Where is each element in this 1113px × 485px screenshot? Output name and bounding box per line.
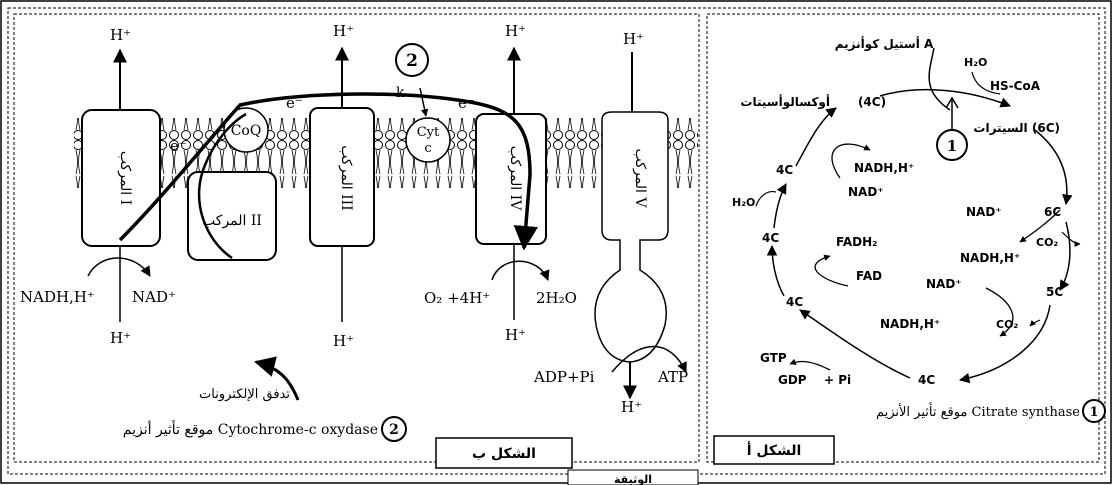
nadh-oxidation-arrow (88, 258, 150, 276)
proton-top-4: H⁺ (505, 22, 526, 40)
coq-label: CoQ (231, 123, 262, 139)
water-label: 2H₂O (536, 289, 577, 307)
nad-label-1: NAD⁺ (848, 185, 884, 199)
acetyl-coa-label: أستيل كوأنزيم A (835, 36, 934, 52)
h2o-input-label: H₂O (964, 56, 987, 69)
cycle-arc-6c-to-5c (1060, 222, 1070, 290)
caption-b: الشكل ب (472, 446, 536, 462)
fad-label: FAD (856, 269, 882, 283)
site-marker-1-label: 1 (947, 137, 957, 155)
oxygen-label: O₂ +4H⁺ (424, 289, 490, 307)
proton-top-5: H⁺ (623, 30, 644, 48)
gtp-formation-arrow (790, 362, 830, 370)
proton-top-1: H⁺ (110, 26, 131, 44)
legend-2-text: موقع تأثير أنزيم Cytochrome-c oxydase (123, 419, 378, 438)
c4-label-4: 4C (918, 373, 935, 387)
nadh-label-2: NADH,H⁺ (960, 251, 1020, 265)
cyt-label-line2: c (424, 141, 431, 156)
co2-label-1: CO₂ (1036, 236, 1058, 249)
oxygen-reduction-arrow (492, 261, 548, 280)
co2-release-arrow-2 (1030, 320, 1040, 326)
cycle-arc-citrate-to-isocitrate (1035, 130, 1067, 204)
gtp-label: GTP (760, 351, 787, 365)
atp-label: ATP (657, 368, 688, 386)
site-marker-k: k (396, 85, 405, 101)
c4-label-2: 4C (762, 231, 779, 245)
c6-label: 6C (1044, 205, 1061, 219)
c4-label-3: 4C (786, 295, 803, 309)
cycle-arc-4c-to-oxalo (796, 108, 836, 166)
adp-label: ADP+Pi (533, 368, 595, 386)
nadh-label-3: NADH,H⁺ (880, 317, 940, 331)
proton-top-3: H⁺ (333, 22, 354, 40)
complex-3-label: المركب III (338, 145, 354, 210)
c5-label: 5C (1046, 285, 1063, 299)
electron-label-1: e⁻ (170, 137, 187, 155)
hscoa-label: HS-CoA (990, 79, 1041, 93)
cycle-arc-4c-to-4c-h2o (774, 184, 786, 228)
citrate-label: السيترات (6C) (973, 121, 1060, 135)
cycle-arc-5c-to-4c (960, 305, 1050, 380)
legend-1-text: موقع تأثير الأنزيم Citrate synthase (876, 402, 1080, 420)
complex-1-label: المركب I (117, 151, 133, 205)
proton-bottom-5: H⁺ (621, 398, 642, 416)
co2-release-arrow-1 (1062, 232, 1080, 244)
proton-bottom-4: H⁺ (505, 326, 526, 344)
proton-bottom-3: H⁺ (333, 332, 354, 350)
nad-label: NAD⁺ (132, 288, 176, 306)
complex-4-label: المركب IV (507, 146, 523, 211)
h2o-label-cycle: H₂O (732, 196, 755, 209)
legend-2-marker-label: 2 (389, 422, 399, 438)
acetyl-entry-arrow (929, 48, 950, 110)
legend-1-marker-label: 1 (1089, 405, 1098, 420)
fadh2-label: FADH₂ (836, 235, 877, 249)
gdp-label: GDP (778, 373, 807, 387)
nadh-label-1: NADH,H⁺ (854, 161, 914, 175)
proton-bottom-1: H⁺ (110, 329, 131, 347)
site-marker-2-label: 2 (406, 51, 418, 71)
nadh-label: NADH,H⁺ (20, 288, 95, 306)
pi-label: + Pi (824, 373, 851, 387)
co2-label-2: CO₂ (996, 318, 1018, 331)
fad-reduction-arrow (815, 256, 848, 286)
caption-a: الشكل أ (747, 441, 802, 459)
oxaloacetate-carbons: (4C) (858, 95, 886, 109)
document-tab-label: الوثيقة (614, 473, 652, 485)
c4-label-1: 4C (776, 163, 793, 177)
electron-label-3: e⁻ (458, 94, 475, 112)
site-2-pointer (420, 88, 426, 116)
oxaloacetate-label: أوكسالوأسيتات (740, 94, 830, 110)
complex-5 (595, 112, 668, 362)
complex-2-label: المركب II (202, 213, 262, 229)
site-1-pointer (946, 98, 958, 130)
nad-label-2: NAD⁺ (966, 205, 1002, 219)
nad-label-3: NAD⁺ (926, 277, 962, 291)
water-input-arrow (756, 192, 776, 206)
complex-5-label: المركب V (632, 149, 648, 209)
cycle-arc-4c-to-4c-fad (772, 246, 784, 296)
flow-legend-label: تدفق الإلكترونات (199, 387, 290, 402)
cyt-label-line1: Cyt (417, 125, 440, 140)
electron-label-2: e⁻ (286, 94, 303, 112)
